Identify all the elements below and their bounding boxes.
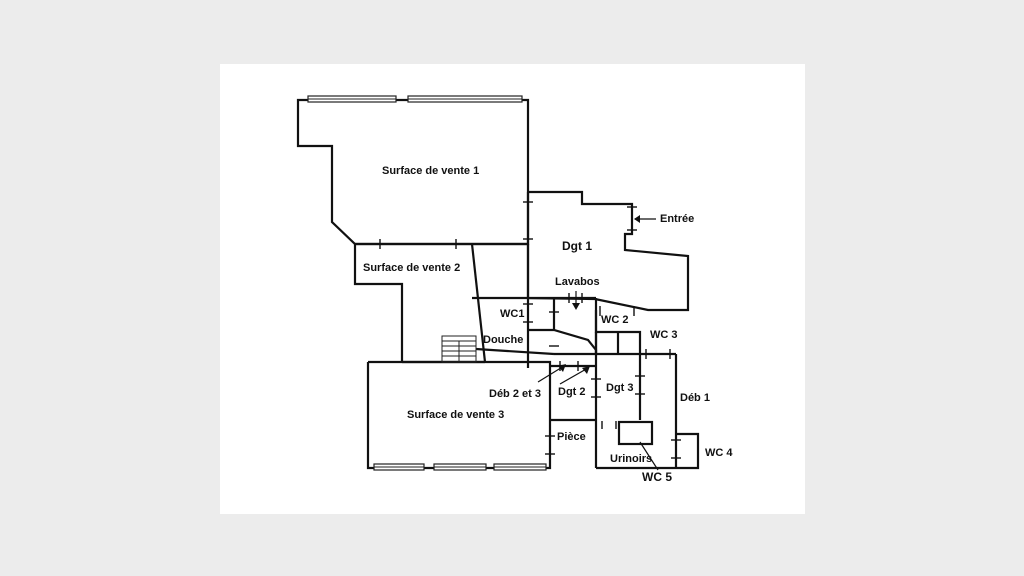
window-bottom-1 — [373, 463, 425, 471]
label-wc4: WC 4 — [705, 447, 733, 459]
wc5-arrow — [639, 441, 659, 471]
window-top-left — [307, 95, 397, 103]
lavabos-arrow — [572, 291, 580, 310]
douche-walls — [528, 328, 598, 356]
label-deb-1: Déb 1 — [680, 392, 710, 404]
window-bottom-3 — [493, 463, 547, 471]
window-bottom-2 — [433, 463, 487, 471]
label-wc2: WC 2 — [601, 314, 629, 326]
label-lavabos: Lavabos — [555, 276, 600, 288]
label-wc1: WC1 — [500, 308, 525, 320]
deb-arrow-1 — [537, 364, 566, 383]
label-piece: Pièce — [557, 431, 586, 443]
door-marks — [379, 201, 681, 459]
label-dgt-3: Dgt 3 — [606, 382, 634, 394]
staircase — [441, 335, 477, 363]
label-wc5: WC 5 — [642, 470, 672, 484]
surface-de-vente-2-walls — [353, 244, 404, 362]
floor-plan-drawing — [296, 95, 700, 471]
label-dgt-1: Dgt 1 — [562, 239, 592, 253]
douche-bottom-wall — [475, 347, 555, 356]
label-entree: Entrée — [660, 213, 695, 225]
window-top-right — [407, 95, 523, 103]
wc4-walls — [676, 432, 700, 470]
wc5-box — [617, 420, 654, 446]
label-surface-de-vente-2: Surface de vente 2 — [363, 262, 461, 274]
deb-arrow-2 — [559, 366, 590, 385]
label-dgt-2: Dgt 2 — [558, 386, 586, 398]
floor-plan-sheet: Surface de vente 1 Surface de vente 2 Su… — [220, 64, 805, 514]
label-surface-de-vente-1: Surface de vente 1 — [382, 165, 480, 177]
label-deb-2-et-3: Déb 2 et 3 — [489, 388, 541, 400]
surface-de-vente-2-right-wall — [470, 243, 487, 363]
label-urinoirs: Urinoirs — [610, 453, 653, 465]
surface-de-vente-3-walls — [366, 360, 552, 470]
label-surface-de-vente-3: Surface de vente 3 — [407, 409, 505, 421]
dgt-1-walls — [526, 190, 690, 312]
entree-arrow — [634, 215, 656, 223]
label-wc3: WC 3 — [650, 329, 678, 341]
label-douche: Douche — [483, 334, 524, 346]
surface-de-vente-1-walls — [296, 98, 530, 246]
